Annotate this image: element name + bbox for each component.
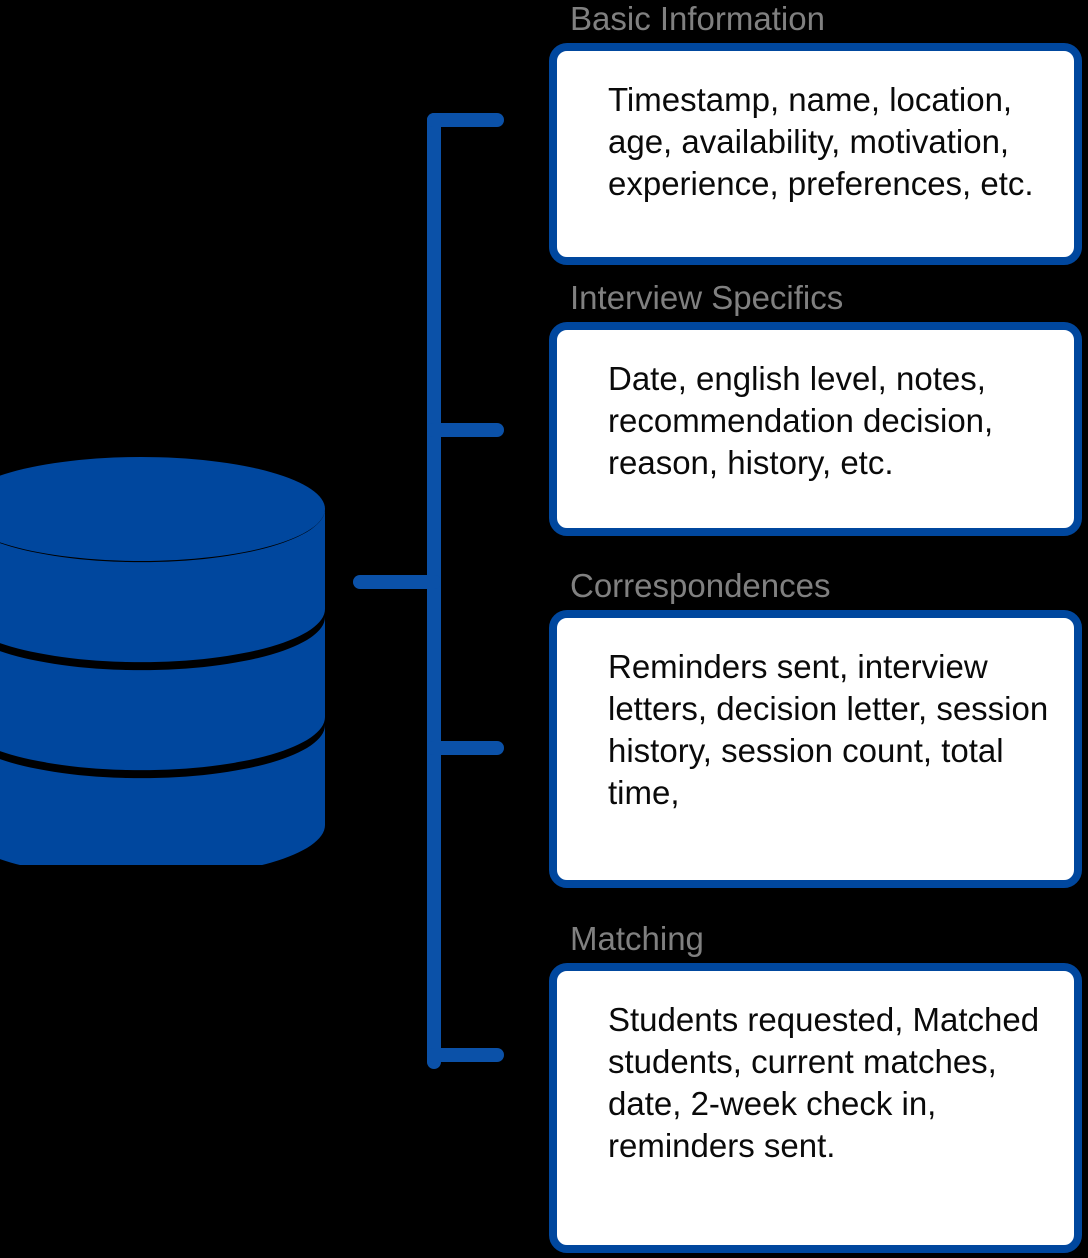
card-box-interview-specifics[interactable]: Date, english level, notes, recommendati… [549,322,1082,536]
card-group-interview-specifics: Interview Specifics Date, english level,… [549,279,1082,536]
card-box-basic-information[interactable]: Timestamp, name, location, age, availabi… [549,43,1082,265]
card-group-basic-information: Basic Information Timestamp, name, locat… [549,0,1082,265]
card-text-matching: Students requested, Matched students, cu… [608,1001,1040,1164]
card-group-correspondences: Correspondences Reminders sent, intervie… [549,567,1082,888]
card-label-basic-information: Basic Information [570,0,825,37]
card-label-matching: Matching [570,920,704,957]
card-text-correspondences: Reminders sent, interview letters, decis… [608,648,1049,811]
database-cylinder-icon [0,457,325,865]
card-label-interview-specifics: Interview Specifics [570,279,844,316]
card-box-correspondences[interactable]: Reminders sent, interview letters, decis… [549,610,1082,888]
card-group-matching: Matching Students requested, Matched stu… [549,920,1082,1253]
card-box-matching[interactable]: Students requested, Matched students, cu… [549,963,1082,1253]
card-text-interview-specifics: Date, english level, notes, recommendati… [608,360,994,481]
bracket-connector [353,113,504,1069]
card-label-correspondences: Correspondences [570,567,831,604]
card-text-basic-information: Timestamp, name, location, age, availabi… [608,81,1034,202]
